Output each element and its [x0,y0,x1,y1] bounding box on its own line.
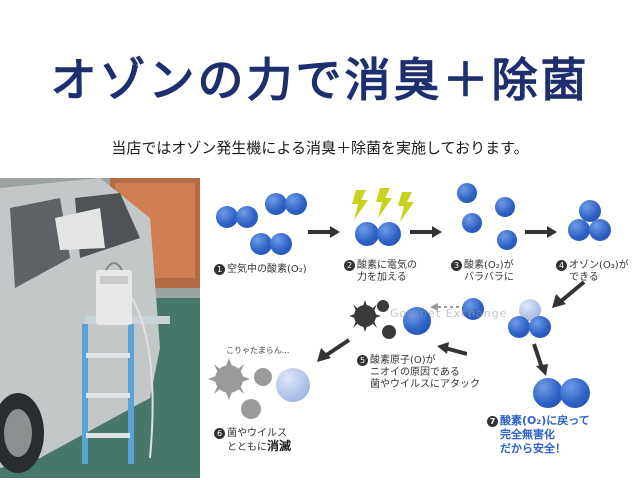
arrow-down-icon [532,343,548,376]
arrow-left-icon [437,342,467,356]
arrow-down-left-icon [317,338,351,362]
lightning-bolt-icon [352,188,414,222]
germ-exclamation-text: こりゃたまらん... [226,346,290,355]
arrow-down-left-icon [552,280,586,308]
page-title: オゾンの力で消臭＋除菌 [50,53,590,107]
arrow-right-icon [525,226,557,238]
oxygen-atom-pale [276,368,310,402]
germ-icon [349,300,396,339]
page-subtitle: 当店ではオゾン発生機による消臭＋除菌を実施しております。 [111,139,529,157]
vanishing-germ-icon [208,358,272,419]
watermark: Goo-net Exchange [390,307,508,320]
arrow-right-icon [410,226,442,238]
oxygen-atom-free [462,298,484,320]
oxygen-atom-attack [403,307,431,335]
arrow-right-icon [308,226,340,238]
ozone-generator-photo [0,178,200,478]
